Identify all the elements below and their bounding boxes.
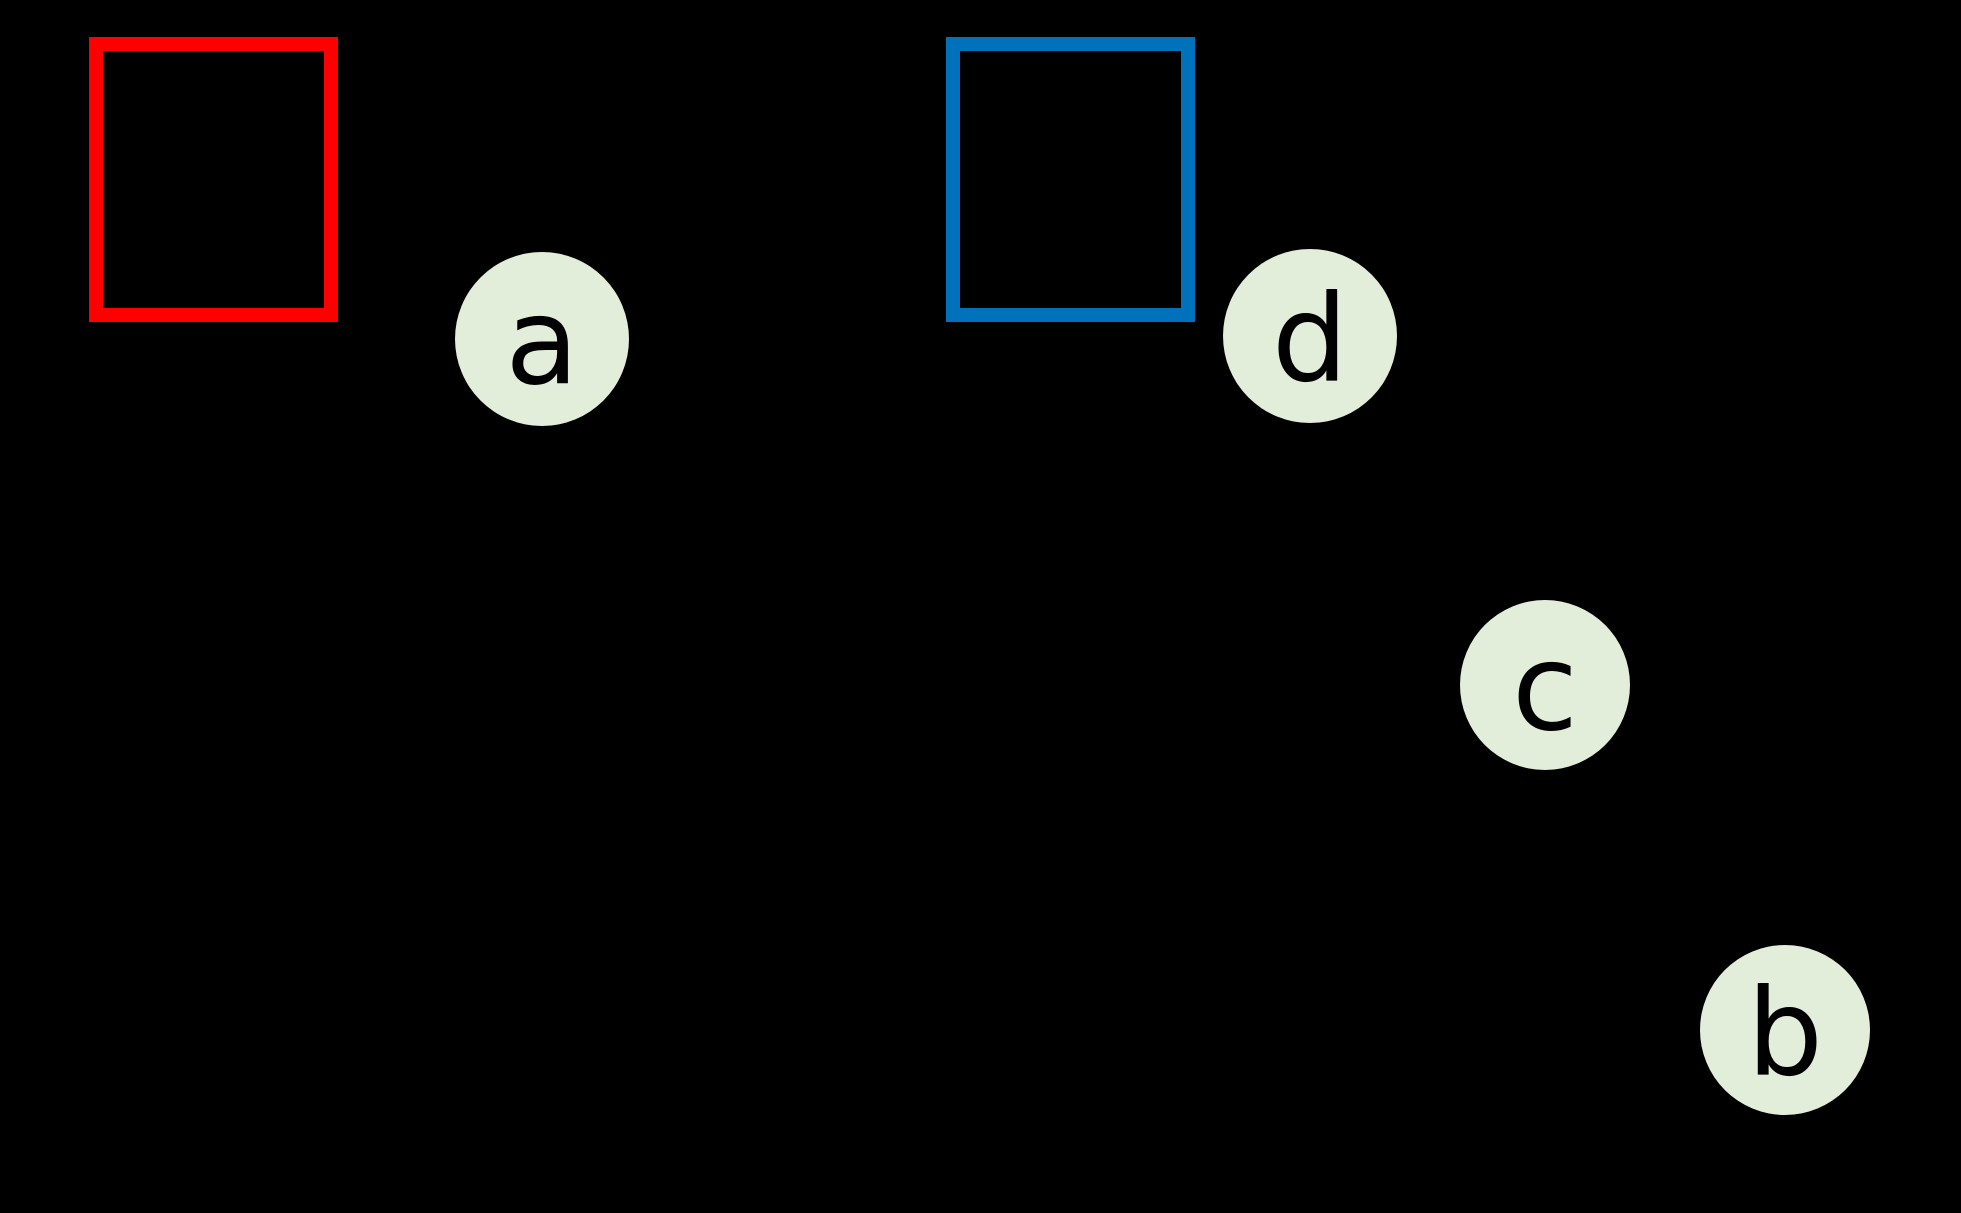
node-c[interactable]: c <box>1460 600 1630 770</box>
node-a[interactable]: a <box>455 252 629 426</box>
node-c-label: c <box>1512 620 1578 759</box>
node-d-label: d <box>1272 271 1348 410</box>
node-d[interactable]: d <box>1223 249 1397 423</box>
node-b-label: b <box>1747 965 1823 1104</box>
rectangles-layer <box>89 37 1195 322</box>
red-square-outline[interactable] <box>89 37 338 322</box>
node-a-circle[interactable] <box>455 252 629 426</box>
node-b[interactable]: b <box>1700 945 1870 1115</box>
node-b-circle[interactable] <box>1700 945 1870 1115</box>
node-a-label: a <box>505 274 579 413</box>
blue-square-outline[interactable] <box>946 37 1195 322</box>
node-c-circle[interactable] <box>1460 600 1630 770</box>
node-d-circle[interactable] <box>1223 249 1397 423</box>
nodes-layer: a d c b <box>455 249 1870 1115</box>
